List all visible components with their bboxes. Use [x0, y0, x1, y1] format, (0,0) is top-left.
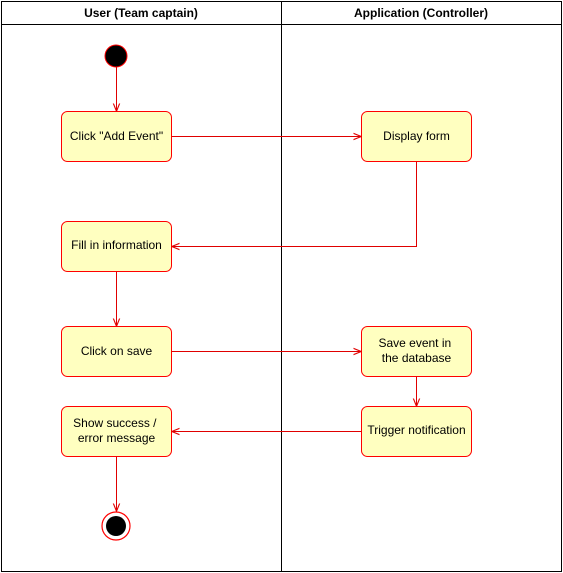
node-label: Display form — [383, 129, 450, 143]
node-fill-in-information[interactable]: Fill in information — [61, 221, 172, 272]
node-show-message[interactable]: Show success / error message — [61, 406, 172, 457]
node-label: Trigger notification — [367, 423, 465, 437]
lane-title-application: Application (Controller) — [354, 6, 488, 20]
svg-text:Display form: Display form — [383, 129, 450, 143]
node-label: Click "Add Event" — [70, 129, 163, 143]
node-label: Click on save — [81, 344, 153, 358]
arrow-display-form-to-fill-in-information — [173, 161, 417, 247]
end-node — [101, 511, 131, 541]
start-node — [104, 44, 128, 68]
node-label-line-1: Show success / — [73, 416, 157, 430]
flow-arrows — [117, 67, 417, 511]
svg-text:Fill in information: Fill in information — [71, 238, 162, 252]
lane-title-user: User (Team captain) — [84, 6, 198, 20]
node-click-add-event[interactable]: Click "Add Event" — [61, 111, 172, 162]
node-save-event[interactable]: Save event in the database — [361, 326, 472, 377]
svg-text:Show success / error mes: Show success / error message — [73, 416, 160, 445]
svg-text:Trigger notification: Trigger notification — [367, 423, 465, 437]
svg-text:Click on save: Click on save — [81, 344, 153, 358]
node-label-line-2: the database — [382, 351, 452, 365]
node-label-line-1: Save event in — [378, 336, 451, 350]
node-label-line-2: error message — [78, 431, 156, 445]
node-display-form[interactable]: Display form — [361, 111, 472, 162]
node-trigger-notification[interactable]: Trigger notification — [361, 406, 472, 457]
node-click-on-save[interactable]: Click on save — [61, 326, 172, 377]
svg-text:Save event in the databa: Save event in the database — [378, 336, 454, 365]
svg-text:Click "Add Event": Click "Add Event" — [70, 129, 163, 143]
node-label: Fill in information — [71, 238, 162, 252]
